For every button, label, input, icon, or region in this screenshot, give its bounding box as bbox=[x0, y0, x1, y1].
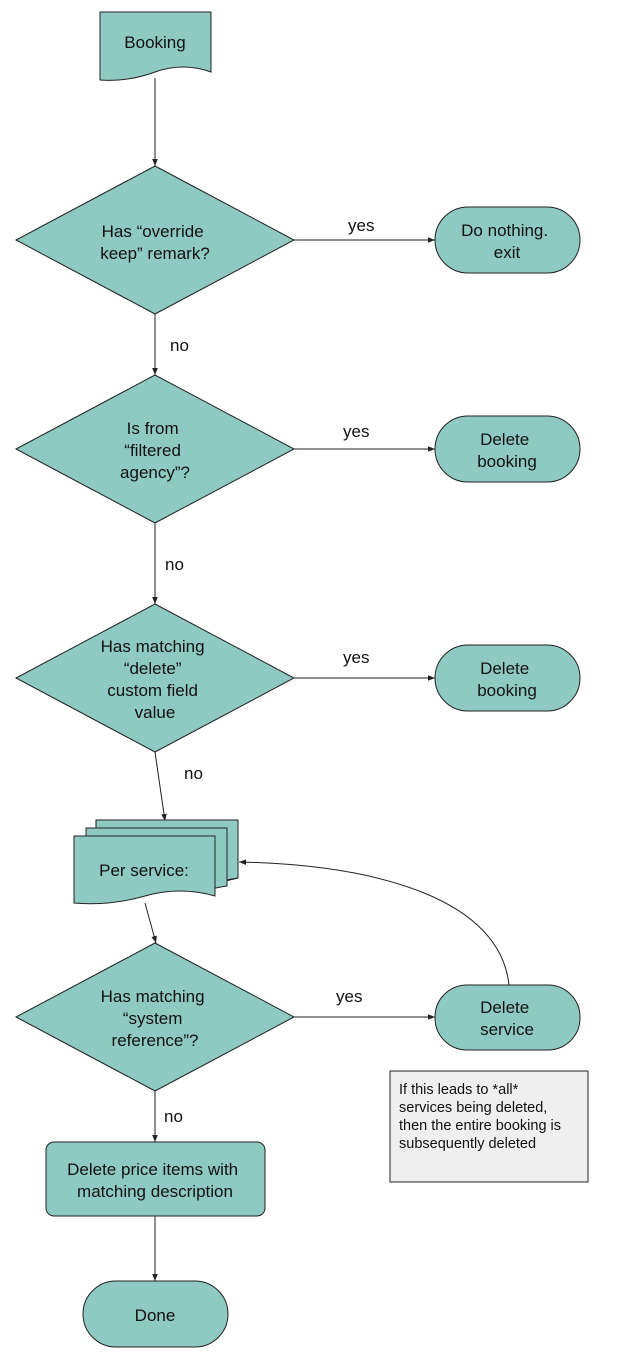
node-booking: Booking bbox=[99, 11, 212, 81]
terminal-do-nothing-label: Do nothing. exit bbox=[461, 221, 553, 262]
terminal-done: Done bbox=[82, 1280, 229, 1348]
decision-system-reference-label: Has matching “system reference”? bbox=[101, 987, 210, 1050]
note-box: If this leads to *all* services being de… bbox=[389, 1070, 589, 1183]
edge-label-yes-sysref: yes bbox=[336, 987, 362, 1006]
note-text: If this leads to *all* services being de… bbox=[399, 1082, 565, 1152]
decision-override-keep: Has “override keep” remark? bbox=[14, 165, 296, 315]
terminal-delete-booking-1: Delete booking bbox=[434, 415, 581, 483]
decision-filtered-agency-label: Is from “filtered agency”? bbox=[120, 419, 190, 482]
process-delete-price-items: Delete price items with matching descrip… bbox=[45, 1141, 266, 1217]
terminal-delete-booking-2-label: Delete booking bbox=[477, 659, 537, 700]
node-per-service-label: Per service: bbox=[99, 861, 189, 880]
edge-perservice-to-sysref bbox=[144, 902, 157, 944]
decision-custom-field: Has matching “delete” custom field value bbox=[14, 603, 296, 753]
edge-labels: yes no yes no yes no yes no bbox=[164, 216, 374, 1126]
connectors bbox=[144, 78, 510, 1281]
terminal-done-label: Done bbox=[135, 1306, 176, 1325]
edge-label-no-agency: no bbox=[165, 555, 184, 574]
terminal-do-nothing: Do nothing. exit bbox=[434, 206, 581, 274]
process-delete-price-items-label: Delete price items with matching descrip… bbox=[67, 1160, 243, 1201]
decision-filtered-agency: Is from “filtered agency”? bbox=[14, 374, 296, 524]
terminal-delete-booking-2: Delete booking bbox=[434, 644, 581, 712]
edge-loop-back bbox=[238, 859, 510, 986]
decision-system-reference: Has matching “system reference”? bbox=[14, 942, 296, 1092]
node-per-service-multidoc: Per service: bbox=[73, 819, 239, 905]
edge-label-no-customfield: no bbox=[184, 764, 203, 783]
decision-custom-field-label: Has matching “delete” custom field value bbox=[101, 637, 210, 722]
edge-customfield-no bbox=[154, 751, 167, 822]
edge-label-no-sysref: no bbox=[164, 1107, 183, 1126]
node-booking-label: Booking bbox=[124, 33, 185, 52]
edge-label-yes-customfield: yes bbox=[343, 648, 369, 667]
edge-label-yes-agency: yes bbox=[343, 422, 369, 441]
terminal-delete-service-label: Delete service bbox=[480, 998, 534, 1039]
terminal-delete-service: Delete service bbox=[434, 984, 581, 1051]
decision-override-keep-label: Has “override keep” remark? bbox=[100, 222, 210, 263]
edge-label-no-override: no bbox=[170, 336, 189, 355]
terminal-delete-booking-1-label: Delete booking bbox=[477, 430, 537, 471]
edge-label-yes-override: yes bbox=[348, 216, 374, 235]
